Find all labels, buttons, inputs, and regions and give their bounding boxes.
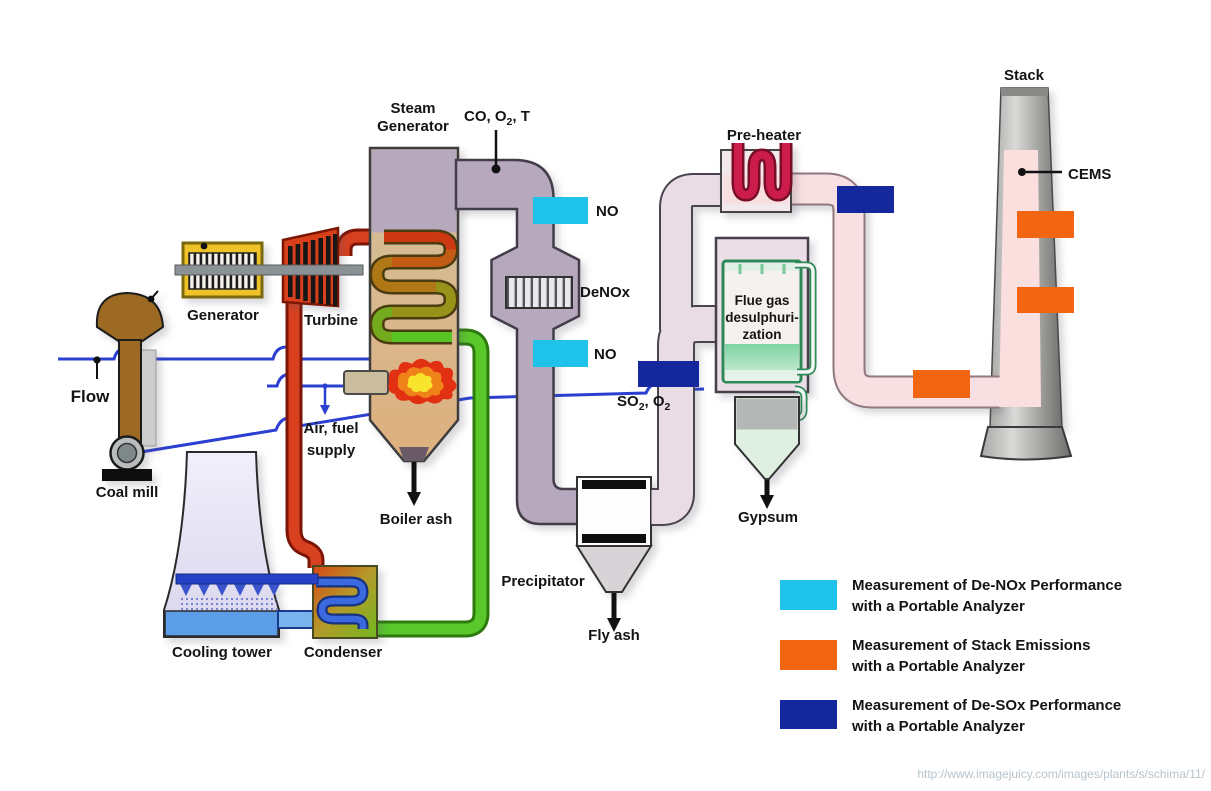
spray-dots (181, 598, 277, 610)
legend: Measurement of De-NOx Performance with a… (780, 577, 1122, 735)
stack-label: Stack (1004, 67, 1045, 84)
legend-denox-line2: with a Portable Analyzer (851, 598, 1025, 615)
denox-catalyst (505, 276, 573, 309)
preheater-coil-inner (734, 143, 790, 200)
fgd-label-2: desulphuri- (725, 310, 799, 325)
flow-line-burner (267, 373, 347, 388)
precipitator-funnel (575, 545, 653, 593)
legend-swatch-denox (780, 580, 837, 610)
no-lower-label: NO (594, 346, 617, 363)
fgd-liquid (725, 344, 799, 370)
air-fuel-label-2: supply (307, 442, 356, 459)
boiler-ash-label: Boiler ash (380, 511, 453, 528)
steam-generator-label-1: Steam (390, 100, 435, 117)
air-fuel-arrowhead (320, 405, 330, 415)
precipitator-label: Precipitator (501, 573, 585, 590)
coal-pipe (118, 339, 142, 447)
co-o2-t-label: CO, O2, T (464, 108, 530, 128)
sprinklers (180, 584, 280, 596)
flue-gas-pipes (651, 172, 1000, 526)
boiler-gas-top (371, 149, 457, 233)
precipitator-plate-bottom (582, 534, 646, 543)
no-measure-box-upper (533, 197, 588, 224)
fgd-external-tubes (794, 261, 817, 422)
fgd-label-1: Flue gas (735, 293, 790, 308)
precipitator-unit (575, 476, 653, 593)
source-url: http://www.imagejuicy.com/images/plants/… (917, 767, 1205, 781)
no-measure-box-lower (533, 340, 588, 367)
coal-chute-shadow (140, 349, 157, 447)
legend-swatch-desox (780, 700, 837, 729)
green-water-pipe (374, 328, 490, 638)
precipitator-plate-top (582, 480, 646, 489)
fgd-liquid-light (725, 370, 799, 381)
gypsum-unit (734, 396, 800, 480)
legend-stack-line1: Measurement of Stack Emissions (852, 637, 1090, 654)
flue-duct-denox (454, 158, 581, 526)
sprinkler-feed-bar (175, 573, 319, 585)
denox-label: DeNOx (580, 284, 631, 301)
fgd-unit (714, 236, 810, 394)
burner-nozzle (343, 370, 389, 395)
cems-dot (1018, 168, 1026, 176)
legend-stack-line2: with a Portable Analyzer (851, 658, 1025, 675)
steam-pipes-red (285, 228, 390, 568)
tower-basin-water (164, 610, 279, 637)
steam-generator-label-2: Generator (377, 118, 449, 135)
legend-denox-line1: Measurement of De-NOx Performance (852, 577, 1122, 594)
air-fuel-dot (322, 383, 328, 389)
burner-flame-icon (388, 358, 457, 405)
stack-rim (1001, 88, 1048, 96)
generator-dot (200, 242, 208, 250)
turbine-label: Turbine (304, 312, 358, 329)
fgd-label-3: zation (743, 327, 782, 342)
hopper-tick (150, 290, 159, 300)
stack-measure-box-pipe (913, 370, 970, 398)
mill-base (102, 469, 152, 481)
fly-ash-label: Fly ash (588, 627, 640, 644)
co-sample-dot (491, 164, 501, 174)
mill-wheel-inner (116, 442, 138, 464)
shaft (174, 264, 364, 276)
boiler-ash-tip (399, 447, 429, 461)
condenser-coil-inner (316, 578, 367, 629)
preheater-unit (720, 143, 793, 213)
coal-mill-label: Coal mill (96, 484, 159, 501)
condenser-unit (312, 565, 378, 639)
gypsum-hopper-top (736, 398, 798, 430)
cooling-tower-label: Cooling tower (172, 644, 272, 661)
so2-measure-box-inlet (638, 361, 699, 387)
stack-base (979, 426, 1073, 461)
legend-desox-line2: with a Portable Analyzer (851, 718, 1025, 735)
cooling-tower-shell (163, 451, 280, 638)
so2-measure-box-outlet (837, 186, 894, 213)
preheater-label: Pre-heater (727, 127, 801, 144)
cems-label: CEMS (1068, 166, 1111, 183)
cooling-tower-unit (163, 451, 280, 638)
gypsum-label: Gypsum (738, 509, 798, 526)
basin-return-pipe (277, 610, 317, 629)
generator-label: Generator (187, 307, 259, 324)
flow-label: Flow (71, 387, 110, 406)
coal-hopper (95, 291, 165, 343)
condenser-label: Condenser (304, 644, 383, 661)
air-fuel-label-1: Air, fuel (303, 420, 358, 437)
discharge-arrows (407, 462, 774, 632)
legend-desox-line1: Measurement of De-SOx Performance (852, 697, 1121, 714)
stack-flue-column (999, 150, 1041, 407)
flow-line-main (58, 345, 372, 361)
measurement-boxes (533, 186, 1074, 398)
legend-swatch-stack (780, 640, 837, 670)
stack-measure-box-2 (1017, 287, 1074, 313)
fgd-nozzles (738, 264, 786, 274)
stack-measure-box-1 (1017, 211, 1074, 238)
coal-mill-unit (95, 290, 165, 481)
boiler-coil (369, 229, 459, 345)
no-upper-label: NO (596, 203, 619, 220)
mauve-duct (454, 158, 581, 526)
so2-o2-label: SO2, O2 (617, 393, 671, 413)
